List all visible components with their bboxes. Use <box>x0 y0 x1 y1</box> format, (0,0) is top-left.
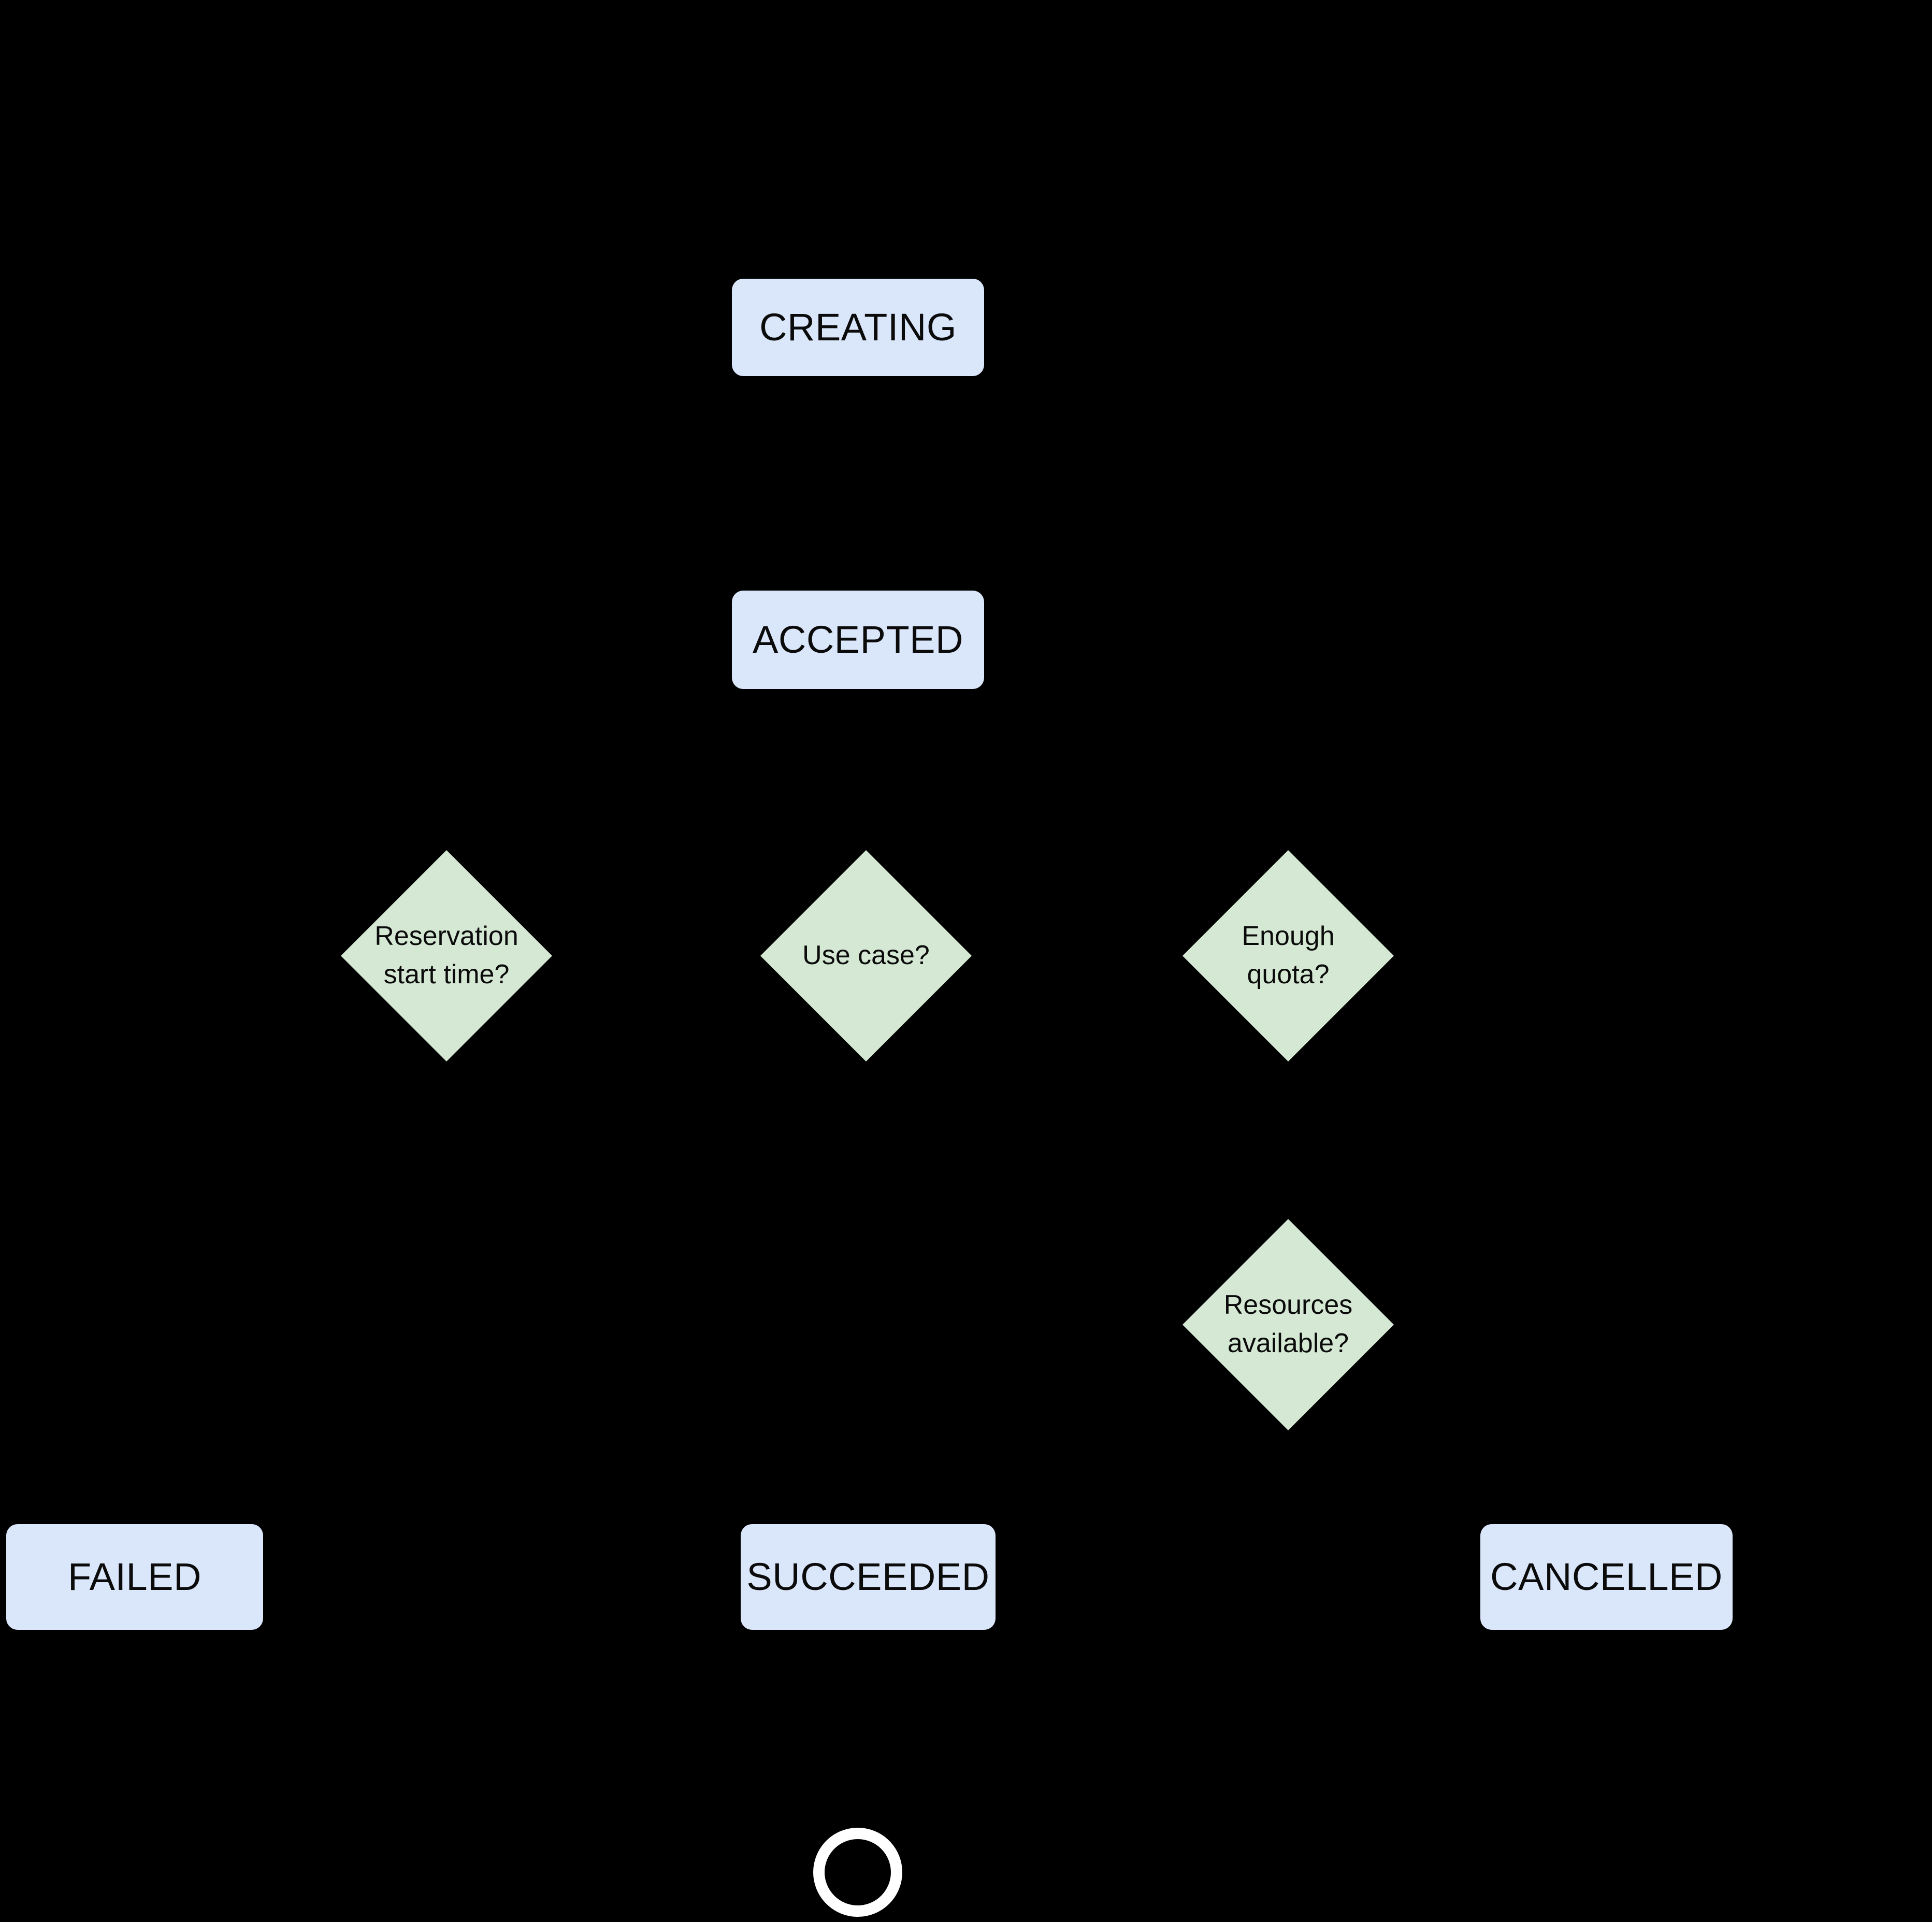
state-node-creating[interactable]: CREATING <box>732 279 984 376</box>
edge-reservation-start-time-to-failed <box>133 1062 448 1524</box>
edge-resources-available-to-cancelled <box>1287 1430 1608 1524</box>
decision-node-reservation-start-time[interactable]: Reservation start time? <box>341 850 552 1062</box>
state-node-failed[interactable]: FAILED <box>6 1524 263 1630</box>
edge-accepted-to-enough-quota <box>856 689 1290 850</box>
decision-label-enough-quota: Enough quota? <box>1242 921 1335 989</box>
state-label-cancelled: CANCELLED <box>1490 1555 1723 1599</box>
state-node-cancelled[interactable]: CANCELLED <box>1480 1524 1733 1630</box>
decision-label-reservation-start-time: Reservation start time? <box>374 921 518 989</box>
end-node-circle-icon <box>813 1828 902 1917</box>
state-label-accepted: ACCEPTED <box>753 618 963 662</box>
decision-node-use-case[interactable]: Use case? <box>760 850 972 1062</box>
state-node-succeeded[interactable]: SUCCEEDED <box>741 1524 996 1630</box>
decision-label-resources-available: Resources available? <box>1223 1290 1353 1358</box>
decision-node-enough-quota[interactable]: Enough quota? <box>1183 850 1394 1062</box>
state-label-succeeded: SUCCEEDED <box>746 1555 990 1599</box>
state-label-failed: FAILED <box>68 1555 201 1599</box>
decision-node-resources-available[interactable]: Resources available? <box>1183 1219 1394 1430</box>
edge-accepted-to-reservation-start-time <box>445 689 859 850</box>
state-label-creating: CREATING <box>759 306 957 349</box>
state-node-accepted[interactable]: ACCEPTED <box>732 591 984 689</box>
decision-label-use-case: Use case? <box>802 940 930 971</box>
